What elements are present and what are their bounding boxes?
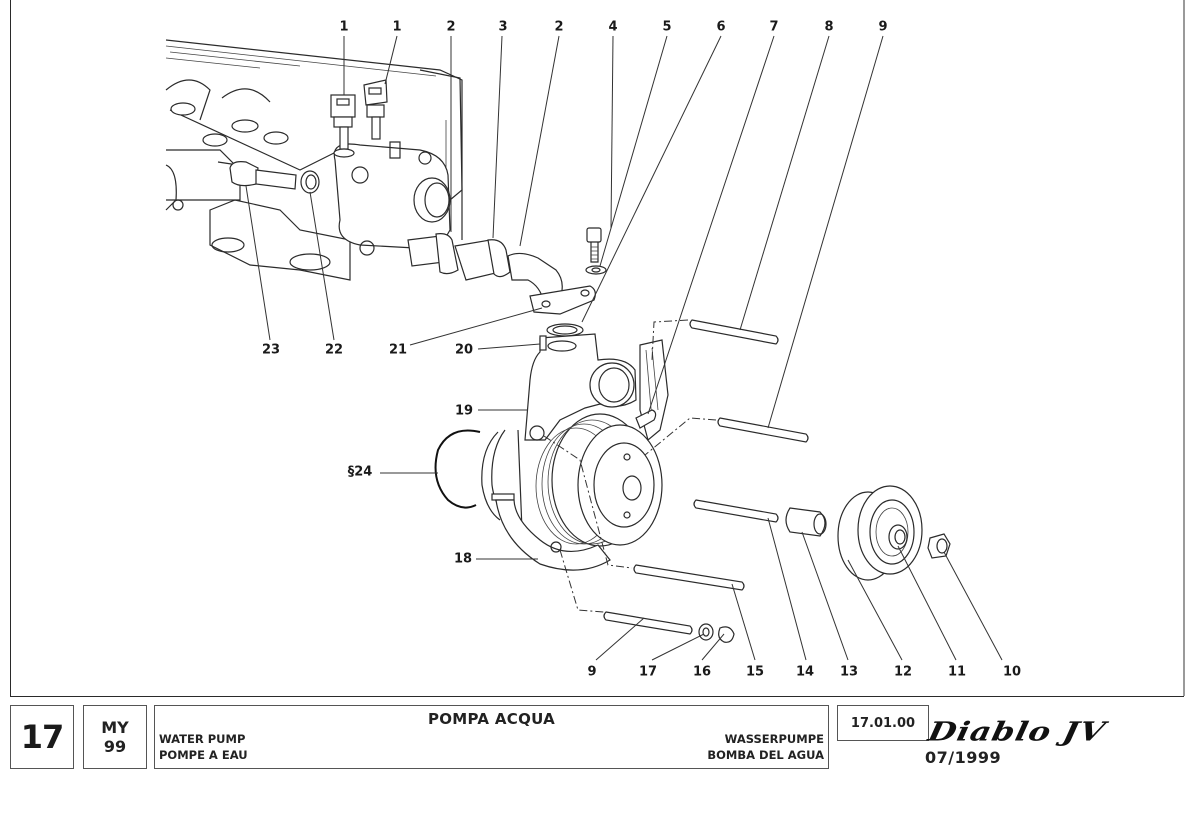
stud-9-lower bbox=[603, 611, 693, 635]
nut-10 bbox=[927, 533, 951, 559]
washer-17 bbox=[698, 623, 714, 641]
title-spanish: BOMBA DEL AGUA bbox=[707, 748, 824, 762]
callout-5-washer: 5 bbox=[662, 19, 672, 35]
callout-4-screw: 4 bbox=[608, 19, 618, 35]
gasket-6 bbox=[546, 323, 584, 337]
stud-9-upper bbox=[717, 417, 809, 443]
cap-nut-16 bbox=[718, 626, 735, 643]
exploded-diagram bbox=[165, 35, 1003, 661]
callout-17-washer: 17 bbox=[638, 664, 658, 680]
callout-11-bushing: 11 bbox=[947, 664, 967, 680]
callout-20: 20 bbox=[454, 342, 474, 358]
o-ring-24 bbox=[434, 429, 481, 509]
hose-assembly bbox=[407, 233, 596, 315]
callout-16-nut: 16 bbox=[692, 664, 712, 680]
screw-4 bbox=[586, 227, 602, 263]
callout-21: 21 bbox=[388, 342, 408, 358]
callout-13-spacer: 13 bbox=[839, 664, 859, 680]
callout-24-o-ring: §24 bbox=[347, 464, 373, 480]
callout-14-stud: 14 bbox=[795, 664, 815, 680]
callout-2-clamp-b: 2 bbox=[554, 19, 564, 35]
callout-23-sensor: 23 bbox=[261, 342, 281, 358]
callout-8-stud: 8 bbox=[824, 19, 834, 35]
alignment-lines bbox=[543, 319, 717, 613]
leader-lines bbox=[245, 35, 1003, 661]
spacer-13 bbox=[785, 507, 827, 537]
washer-22 bbox=[300, 170, 320, 194]
title-italian: POMPA ACQUA bbox=[427, 710, 556, 728]
callout-2-clamp: 2 bbox=[446, 19, 456, 35]
model-year-box: MY 99 bbox=[83, 705, 147, 769]
title-english: WATER PUMP bbox=[159, 732, 246, 746]
callout-1-sensor: 1 bbox=[339, 19, 349, 35]
stud-14 bbox=[693, 499, 779, 523]
temp-sensor-2 bbox=[363, 79, 388, 140]
temp-sensor-1 bbox=[330, 94, 356, 158]
title-block: POMPA ACQUA WATER PUMP POMPE A EAU WASSE… bbox=[154, 705, 829, 769]
brand-name: Diablo JV bbox=[925, 716, 1109, 748]
model-year-label: MY bbox=[101, 718, 129, 737]
belt-guard-18 bbox=[495, 499, 611, 571]
bracket-plate bbox=[635, 339, 669, 442]
callout-6-gasket: 6 bbox=[716, 19, 726, 35]
callout-15-stud: 15 bbox=[745, 664, 765, 680]
water-pump-body bbox=[517, 333, 637, 561]
pump-pulley bbox=[535, 413, 663, 547]
bushing-11 bbox=[888, 524, 908, 550]
stud-8 bbox=[689, 319, 779, 345]
title-french: POMPE A EAU bbox=[159, 748, 248, 762]
callout-12-idler: 12 bbox=[893, 664, 913, 680]
callout-22-washer: 22 bbox=[324, 342, 344, 358]
callout-9-stud: 9 bbox=[878, 19, 888, 35]
brand-date: 07/1999 bbox=[925, 748, 1002, 767]
title-german: WASSERPUMPE bbox=[724, 732, 824, 746]
model-year-value: 99 bbox=[103, 737, 127, 756]
page-number: 17 bbox=[10, 705, 74, 769]
sensor-23 bbox=[217, 161, 297, 190]
thermostat-housing bbox=[333, 141, 451, 256]
callout-9-stud-lower: 9 bbox=[587, 664, 597, 680]
callout-10-nut: 10 bbox=[1002, 664, 1022, 680]
callout-7: 7 bbox=[769, 19, 779, 35]
stud-15 bbox=[633, 564, 745, 591]
washer-5 bbox=[585, 265, 607, 275]
callout-18-guard: 18 bbox=[453, 551, 473, 567]
callout-3-hose: 3 bbox=[498, 19, 508, 35]
callout-19-pump-body: 19 bbox=[454, 403, 474, 419]
engine-head-block bbox=[165, 39, 463, 281]
callout-1-sensor-b: 1 bbox=[392, 19, 402, 35]
date-code: 17.01.00 bbox=[837, 705, 929, 741]
idler-pulley-12 bbox=[837, 485, 923, 581]
